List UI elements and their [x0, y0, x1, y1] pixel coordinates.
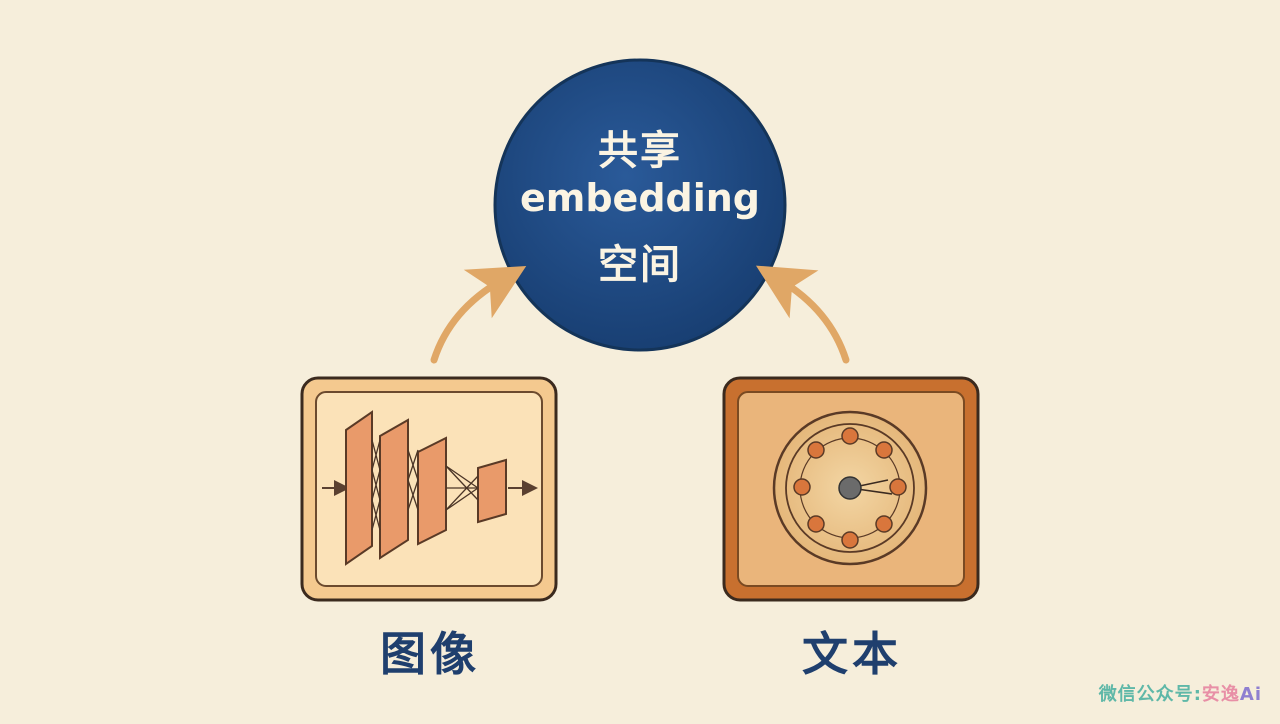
- arrow-image-to-hub: [430, 266, 527, 364]
- watermark-prefix: 微信公众号: [1098, 684, 1194, 705]
- text-label: 文本: [802, 627, 902, 681]
- hub-title-line2: embedding: [519, 176, 761, 220]
- watermark-ai: Ai: [1239, 684, 1262, 705]
- arrow-text-to-hub: [755, 265, 850, 364]
- image-label: 图像: [380, 627, 480, 681]
- hub-title-line3: 空间: [598, 242, 682, 288]
- watermark: 微信公众号:安逸Ai: [1099, 680, 1262, 706]
- watermark-name: 安逸: [1201, 684, 1240, 705]
- watermark-separator: :: [1193, 684, 1202, 705]
- hub-title-line1: 共享: [598, 128, 682, 174]
- shared-embedding-circle: [493, 58, 787, 352]
- circular-attention-icon: [772, 410, 928, 566]
- neural-network-icon: [322, 410, 538, 566]
